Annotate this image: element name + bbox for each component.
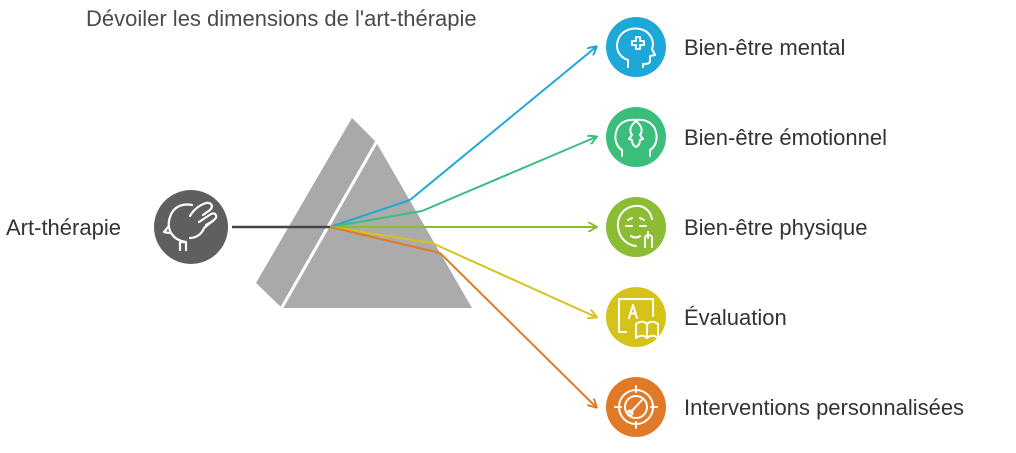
prism-back-face	[256, 118, 376, 308]
prism-edge	[279, 140, 379, 310]
head-hand-icon	[162, 201, 218, 252]
internal-rays	[329, 199, 441, 254]
output-label-mental: Bien-être mental	[684, 35, 846, 60]
output-label-emotional: Bien-être émotionnel	[684, 125, 888, 150]
output-label-evaluation: Évaluation	[684, 305, 787, 330]
source-label: Art-thérapie	[6, 215, 121, 240]
arrow-evaluation	[431, 242, 596, 317]
output-node-interventions	[606, 377, 666, 437]
output-arrows	[409, 47, 596, 407]
arrow-interventions	[439, 252, 596, 407]
faces-profile-icon	[614, 118, 658, 157]
face-healthy-icon	[616, 204, 653, 248]
source-circle	[154, 190, 228, 264]
output-node-emotional	[606, 107, 666, 167]
internal-ray-emotional	[329, 210, 423, 228]
arrow-emotional	[421, 137, 596, 212]
internal-ray-mental	[329, 199, 411, 228]
diagram-title: Dévoiler les dimensions de l'art-thérapi…	[86, 6, 477, 31]
prism	[256, 118, 472, 310]
output-label-physical: Bien-être physique	[684, 215, 868, 240]
head-medical-cross-icon	[616, 27, 656, 68]
output-node-mental	[606, 17, 666, 77]
target-gauge-icon	[614, 385, 658, 429]
internal-ray-interventions	[329, 226, 441, 254]
prism-front-face	[282, 142, 472, 308]
source-node	[154, 190, 228, 264]
output-label-interventions: Interventions personnalisées	[684, 395, 965, 420]
internal-ray-evaluation	[329, 226, 433, 244]
arrow-mental	[409, 47, 596, 201]
output-node-evaluation	[606, 287, 666, 347]
screen-book-icon	[618, 298, 659, 339]
output-node-physical	[606, 197, 666, 257]
